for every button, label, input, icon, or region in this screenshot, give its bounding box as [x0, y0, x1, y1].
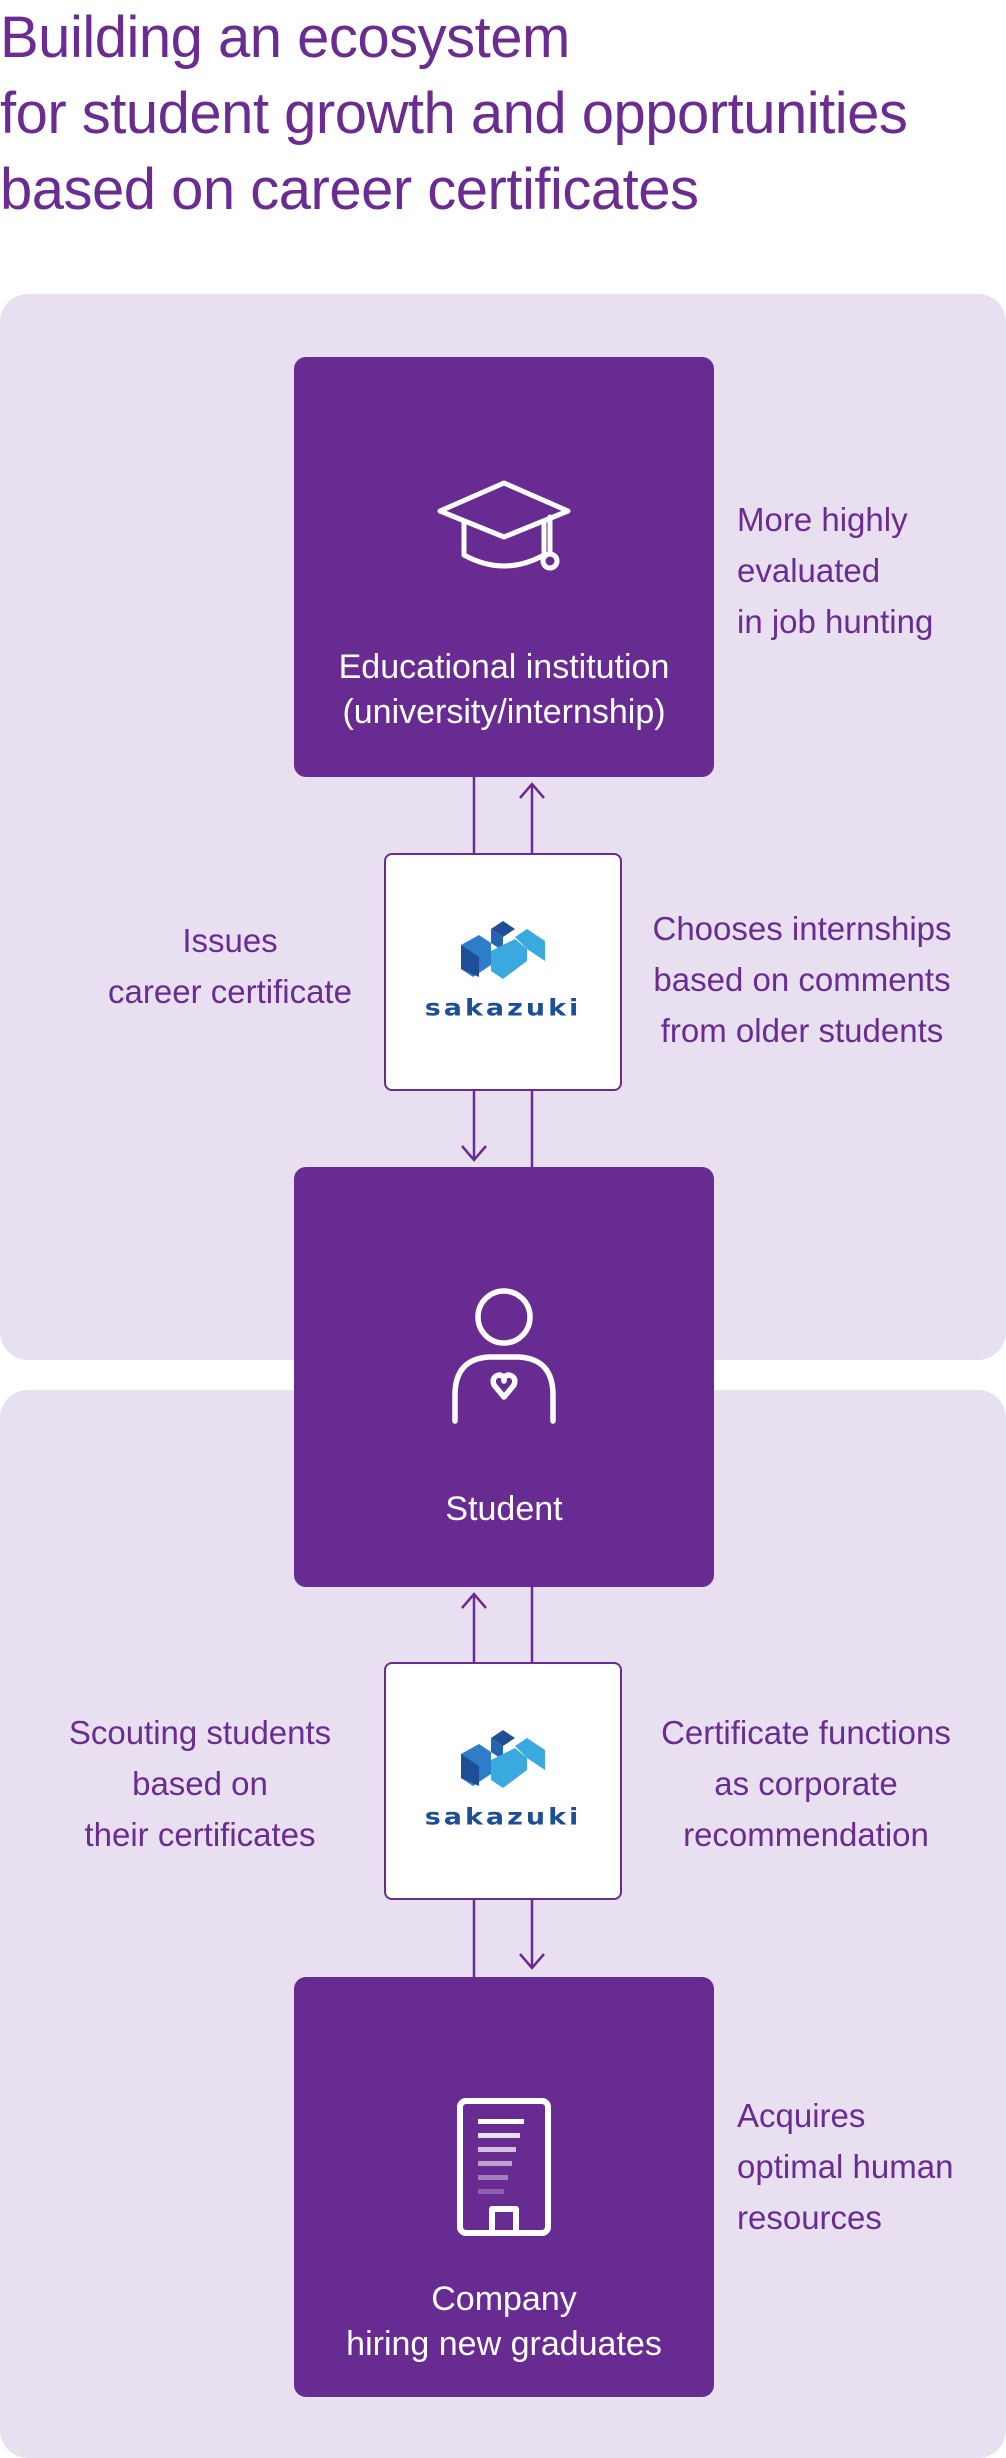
sakazuki-logo-text: sakazuki	[424, 1804, 582, 1831]
company-node-label: Company hiring new graduates	[294, 2277, 714, 2367]
company-node: Company hiring new graduates	[294, 1977, 714, 2397]
education-node-label: Educational institution (university/inte…	[294, 645, 714, 735]
education-label-line-2: (university/internship)	[342, 693, 666, 731]
annotation-bottom-left: Scouting students based on their certifi…	[40, 1707, 360, 1860]
annotation-line: from older students	[660, 1012, 944, 1049]
person-heart-icon	[294, 1285, 714, 1425]
annotation-line: Issues	[182, 922, 278, 959]
title-line-2: for student growth and opportunities	[0, 81, 908, 146]
annotation-line: career certificate	[108, 973, 352, 1010]
education-institution-node: Educational institution (university/inte…	[294, 357, 714, 777]
education-label-line-1: Educational institution	[338, 648, 670, 686]
sakazuki-logo-icon	[386, 1730, 620, 1792]
annotation-line: optimal human	[737, 2148, 954, 2185]
sakazuki-logo-icon	[386, 921, 620, 983]
annotation-line: Certificate functions	[661, 1714, 951, 1751]
sakazuki-hub-top: sakazuki	[384, 853, 622, 1091]
annotation-line: their certificates	[84, 1816, 316, 1853]
annotation-line: in job hunting	[737, 603, 934, 640]
company-label-line-1: Company	[431, 2280, 577, 2318]
annotation-top-left: Issues career certificate	[80, 915, 380, 1017]
page-title: Building an ecosystem for student growth…	[0, 0, 1006, 228]
office-building-icon	[294, 2097, 714, 2237]
annotation-company-right: Acquires optimal human resources	[737, 2090, 953, 2243]
sakazuki-logo-text: sakazuki	[424, 995, 582, 1022]
annotation-line: Chooses internships	[652, 910, 952, 947]
annotation-line: Acquires	[737, 2097, 866, 2134]
annotation-line: evaluated	[737, 552, 881, 589]
graduation-cap-icon	[294, 477, 714, 577]
annotation-line: based on comments	[653, 961, 951, 998]
annotation-line: based on	[132, 1765, 268, 1802]
sakazuki-hub-bottom: sakazuki	[384, 1662, 622, 1900]
company-label-line-2: hiring new graduates	[346, 2325, 662, 2363]
student-node-label: Student	[445, 1490, 563, 1528]
annotation-line: as corporate	[714, 1765, 898, 1802]
title-line-3: based on career certificates	[0, 157, 699, 222]
title-line-1: Building an ecosystem	[0, 5, 570, 70]
annotation-line: resources	[737, 2199, 882, 2236]
annotation-education-right: More highly evaluated in job hunting	[737, 494, 933, 647]
annotation-top-right: Chooses internships based on comments fr…	[632, 903, 972, 1056]
annotation-line: Scouting students	[68, 1714, 332, 1751]
annotation-line: More highly	[737, 501, 908, 538]
student-node: Student	[294, 1167, 714, 1587]
annotation-line: recommendation	[683, 1816, 929, 1853]
annotation-bottom-right: Certificate functions as corporate recom…	[636, 1707, 976, 1860]
